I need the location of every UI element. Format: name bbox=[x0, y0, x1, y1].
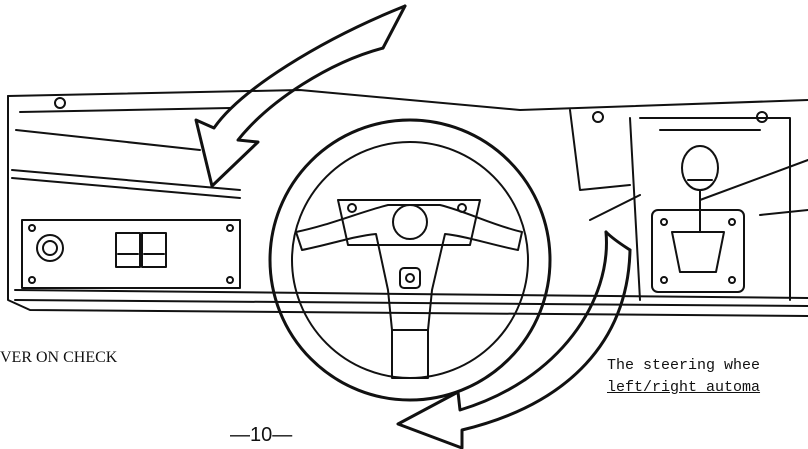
screw-icon bbox=[54, 97, 66, 109]
screw-icon bbox=[28, 276, 36, 284]
screw-icon bbox=[592, 111, 604, 123]
curved-arrow-clockwise-icon bbox=[396, 230, 632, 449]
gear-shifter-icon[interactable] bbox=[651, 145, 745, 293]
dashboard-panel bbox=[7, 89, 808, 317]
steering-note-line2: left/right automa bbox=[607, 379, 761, 396]
steering-wheel-icon[interactable] bbox=[268, 118, 552, 402]
page-number: —10— bbox=[230, 424, 293, 446]
steering-note-line1: The steering whee bbox=[607, 357, 761, 374]
power-on-check-caption: VER ON CHECK bbox=[0, 349, 118, 366]
screw-icon bbox=[226, 276, 234, 284]
switch-plate bbox=[21, 219, 241, 289]
toggle-switch-right[interactable] bbox=[141, 232, 167, 268]
toggle-switch-left[interactable] bbox=[115, 232, 141, 268]
curved-arrow-counterclockwise-icon bbox=[194, 4, 407, 188]
start-button-icon[interactable] bbox=[36, 234, 64, 262]
screw-icon bbox=[28, 224, 36, 232]
screw-icon bbox=[226, 224, 234, 232]
steering-note-caption: The steering whee left/right automa bbox=[607, 355, 760, 399]
